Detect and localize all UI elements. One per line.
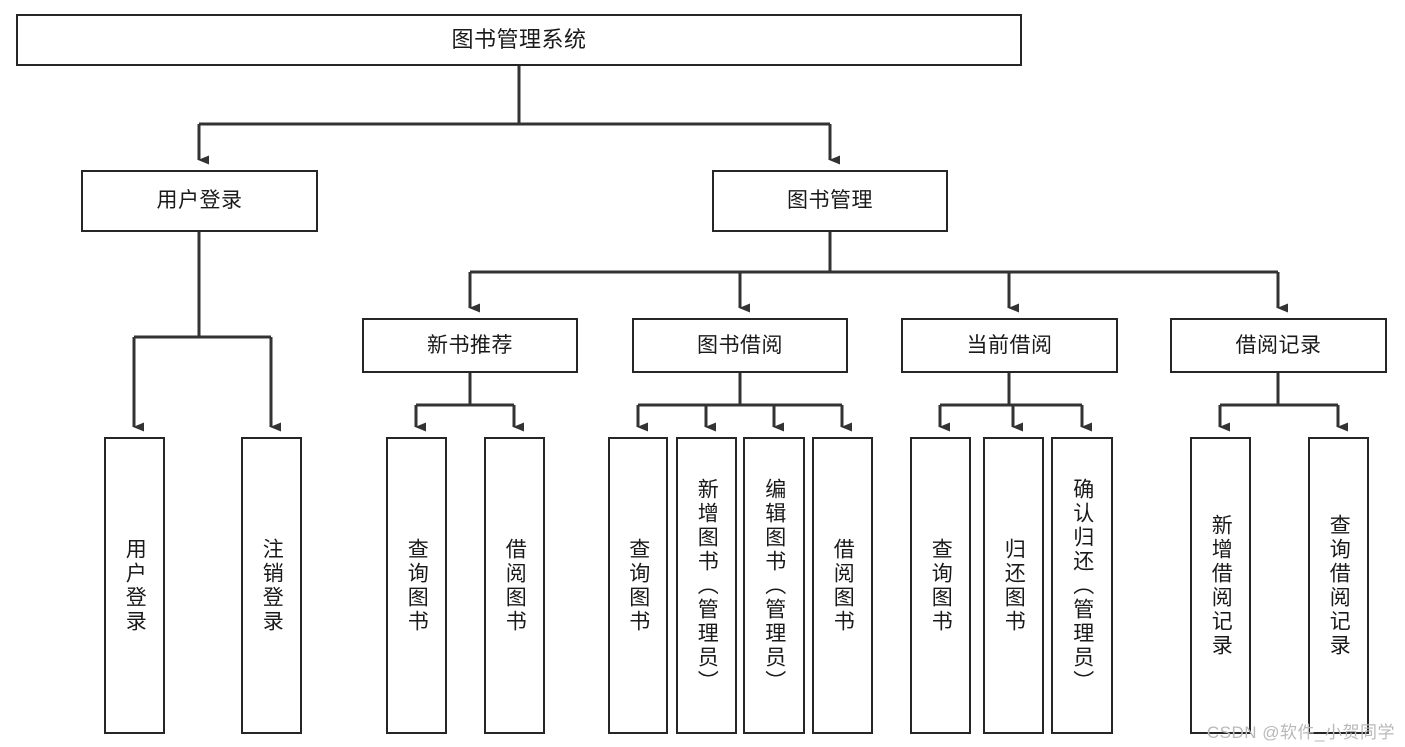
node-current-borrow-label: 当前借阅 <box>966 333 1053 357</box>
node-leaf-query-book-1[interactable]: 查询图书 <box>386 437 447 734</box>
node-leaf-borrow-book-1-label: 借阅图书 <box>503 537 527 634</box>
node-leaf-add-record-label: 新增借阅记录 <box>1209 513 1233 658</box>
node-new-book-rec-label: 新书推荐 <box>427 333 513 357</box>
node-new-book-rec[interactable]: 新书推荐 <box>362 318 578 373</box>
node-leaf-user-login[interactable]: 用户登录 <box>104 437 165 734</box>
node-leaf-query-book-1-label: 查询图书 <box>405 537 429 634</box>
node-leaf-return-book-label: 归还图书 <box>1002 537 1026 634</box>
node-leaf-query-record[interactable]: 查询借阅记录 <box>1308 437 1369 734</box>
node-user-login[interactable]: 用户登录 <box>81 170 318 232</box>
node-leaf-logout-label: 注销登录 <box>260 537 284 634</box>
node-leaf-add-record[interactable]: 新增借阅记录 <box>1190 437 1251 734</box>
node-leaf-add-book[interactable]: 新增图书（管理员） <box>676 437 737 734</box>
node-leaf-borrow-book-2[interactable]: 借阅图书 <box>812 437 873 734</box>
node-leaf-confirm-return[interactable]: 确认归还（管理员） <box>1051 437 1113 734</box>
node-leaf-query-book-2[interactable]: 查询图书 <box>608 437 668 734</box>
node-leaf-user-login-label: 用户登录 <box>123 537 147 634</box>
node-leaf-query-book-3-label: 查询图书 <box>929 537 953 634</box>
node-root[interactable]: 图书管理系统 <box>16 14 1022 66</box>
node-leaf-confirm-return-label: 确认归还（管理员） <box>1070 477 1094 694</box>
csdn-watermark: CSDN @软件_小贺同学 <box>1206 723 1395 742</box>
node-book-manage-label: 图书管理 <box>787 189 873 213</box>
node-book-borrow[interactable]: 图书借阅 <box>632 318 848 373</box>
node-leaf-query-book-2-label: 查询图书 <box>626 537 650 634</box>
node-leaf-edit-book-label: 编辑图书（管理员） <box>762 477 786 694</box>
node-leaf-borrow-book-1[interactable]: 借阅图书 <box>484 437 545 734</box>
node-root-label: 图书管理系统 <box>451 26 587 52</box>
node-book-borrow-label: 图书借阅 <box>697 333 783 357</box>
node-leaf-return-book[interactable]: 归还图书 <box>983 437 1044 734</box>
node-borrow-record-label: 借阅记录 <box>1235 333 1322 357</box>
node-leaf-query-book-3[interactable]: 查询图书 <box>910 437 971 734</box>
node-leaf-add-book-label: 新增图书（管理员） <box>695 477 719 694</box>
node-book-manage[interactable]: 图书管理 <box>712 170 948 232</box>
node-user-login-label: 用户登录 <box>156 189 243 213</box>
node-borrow-record[interactable]: 借阅记录 <box>1170 318 1387 373</box>
node-leaf-query-record-label: 查询借阅记录 <box>1327 513 1351 658</box>
node-leaf-logout[interactable]: 注销登录 <box>241 437 302 734</box>
node-leaf-edit-book[interactable]: 编辑图书（管理员） <box>743 437 805 734</box>
node-leaf-borrow-book-2-label: 借阅图书 <box>831 537 855 634</box>
node-current-borrow[interactable]: 当前借阅 <box>901 318 1118 373</box>
